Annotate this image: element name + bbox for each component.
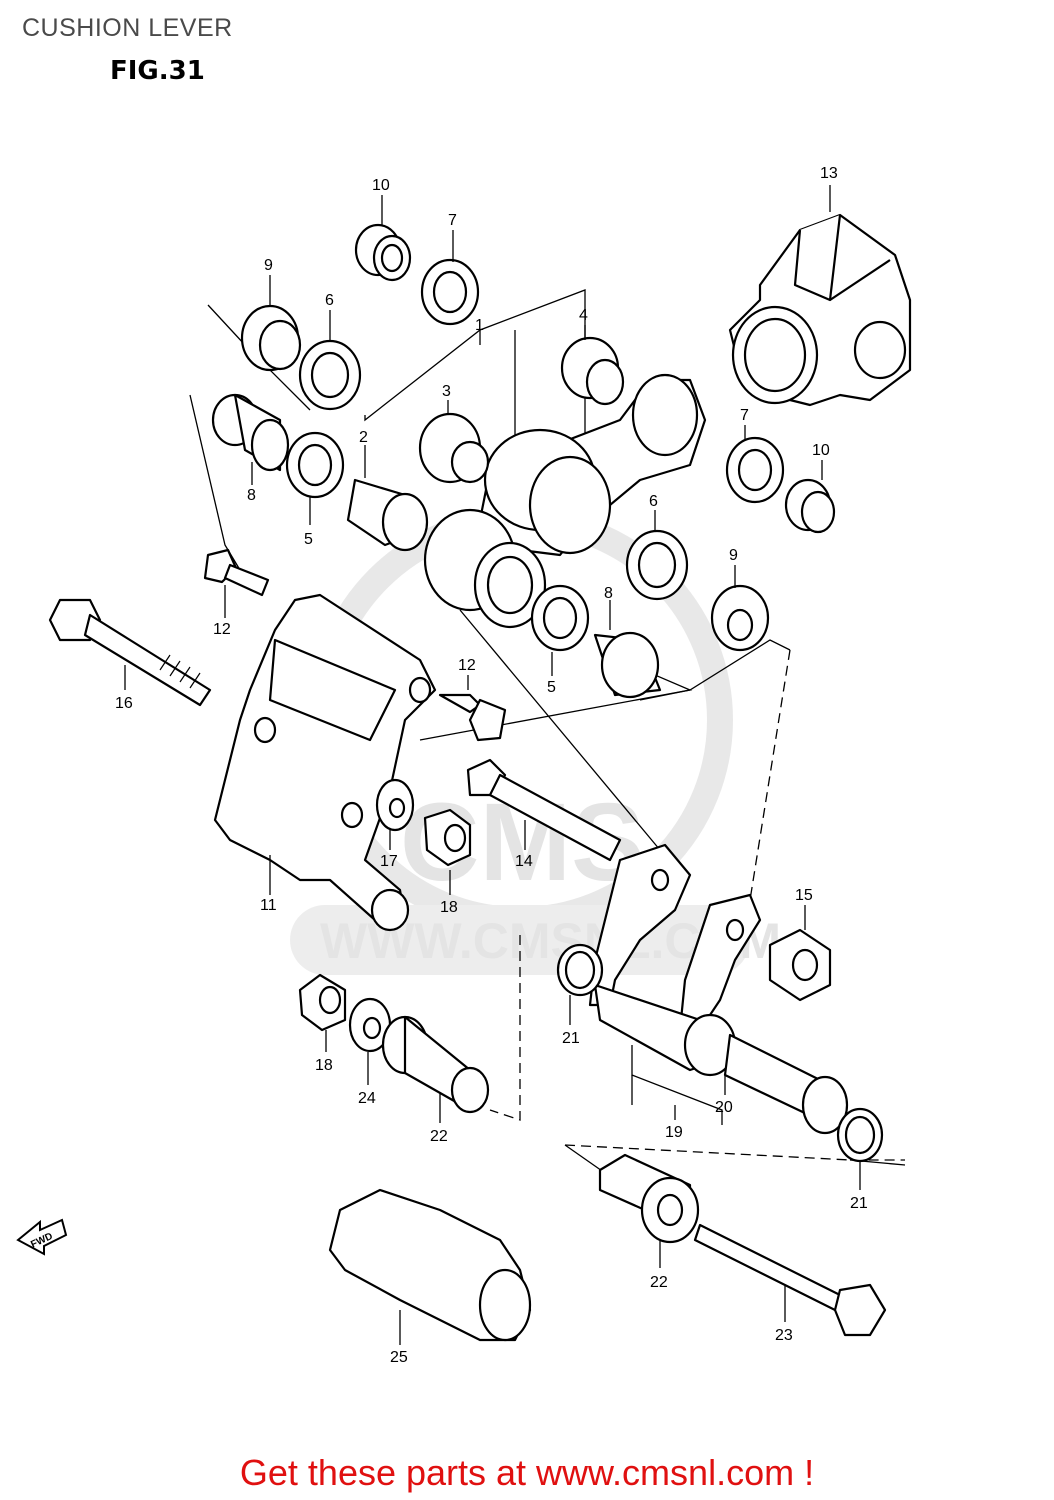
callout-22: 22 (430, 1128, 448, 1145)
part-10-collar-right (784, 478, 836, 534)
part-17-washer (375, 778, 415, 832)
callout-24: 24 (358, 1090, 376, 1107)
part-13-cushion-boot (728, 213, 912, 407)
callout-5: 5 (304, 531, 313, 548)
callout-15: 15 (795, 887, 813, 904)
part-7-seal-right (725, 436, 785, 504)
callouts: 10 7 9 6 1 4 3 2 8 5 13 7 10 6 9 8 5 12 … (115, 165, 868, 1366)
callout-18: 18 (440, 899, 458, 916)
callout-23: 23 (775, 1327, 793, 1344)
part-12-bolt-lower (438, 693, 507, 742)
part-8-bushing-right (593, 631, 662, 699)
parts-diagram: CMS WWW.CMSNL.COM (16, 165, 912, 1366)
part-8-bushing-left (211, 393, 290, 472)
callout-10b: 10 (812, 442, 830, 459)
part-4-bushing (560, 336, 625, 406)
callout-14: 14 (515, 853, 533, 870)
callout-7b: 7 (740, 407, 749, 424)
callout-7: 7 (448, 212, 457, 229)
callout-8: 8 (247, 487, 256, 504)
part-14-bolt (466, 758, 622, 862)
callout-10: 10 (372, 177, 390, 194)
part-21-collar-upper (556, 943, 604, 997)
part-18-nut-lower (298, 973, 347, 1032)
part-12-bolt-upper (203, 548, 270, 597)
part-10-collar-top (354, 223, 412, 282)
part-25-cover (328, 1188, 532, 1342)
part-5-seal-left (285, 431, 345, 499)
fwd-arrow-icon: FWD (16, 1218, 68, 1256)
callout-9: 9 (264, 257, 273, 274)
callout-2: 2 (359, 429, 368, 446)
callout-25: 25 (390, 1349, 408, 1366)
callout-12b: 12 (213, 621, 231, 638)
page-title: CUSHION LEVER (22, 14, 233, 42)
callout-4: 4 (579, 307, 588, 324)
callout-19: 19 (665, 1124, 683, 1141)
callout-11: 11 (260, 897, 277, 914)
callout-5b: 5 (547, 679, 556, 696)
callout-9b: 9 (729, 547, 738, 564)
part-9-washer-left (240, 304, 302, 372)
group-lines (189, 289, 906, 1181)
part-23-bolt (693, 1223, 887, 1337)
callout-16: 16 (115, 695, 133, 712)
callout-6: 6 (325, 292, 334, 309)
part-22-sleeve-upper (381, 1015, 490, 1114)
callout-12: 12 (458, 657, 476, 674)
callout-3: 3 (442, 383, 451, 400)
part-16-bolt (48, 598, 212, 707)
callout-22b: 22 (650, 1274, 668, 1291)
callout-6b: 6 (649, 493, 658, 510)
callout-21: 21 (562, 1030, 580, 1047)
callout-13: 13 (820, 165, 838, 182)
part-9-washer-right (710, 584, 770, 652)
part-22-sleeve-lower (598, 1153, 700, 1244)
part-21-collar-lower (836, 1107, 884, 1163)
part-20-spacer (683, 1013, 849, 1135)
callout-21b: 21 (850, 1195, 868, 1212)
callout-17: 17 (380, 853, 398, 870)
callout-1: 1 (475, 317, 484, 334)
callout-8b: 8 (604, 585, 613, 602)
part-2-sleeve (346, 478, 429, 552)
callout-20: 20 (715, 1099, 733, 1116)
figure-label: FIG.31 (110, 56, 205, 86)
callout-18b: 18 (315, 1057, 333, 1074)
part-6-bearing-left (298, 339, 362, 411)
part-15-nut (768, 928, 832, 1002)
part-5-seal-right (530, 584, 590, 652)
callout-leaders (124, 185, 861, 1345)
part-11-bracket (213, 593, 437, 932)
part-18-nut-upper (423, 808, 472, 867)
part-24-washer (348, 997, 392, 1053)
part-3-bushing (418, 412, 490, 484)
part-6-bearing-right (625, 529, 689, 601)
part-1-cushion-lever (423, 373, 707, 629)
footer-promo-link[interactable]: Get these parts at www.cmsnl.com ! (239, 1452, 815, 1493)
part-7-seal-top (420, 258, 480, 326)
